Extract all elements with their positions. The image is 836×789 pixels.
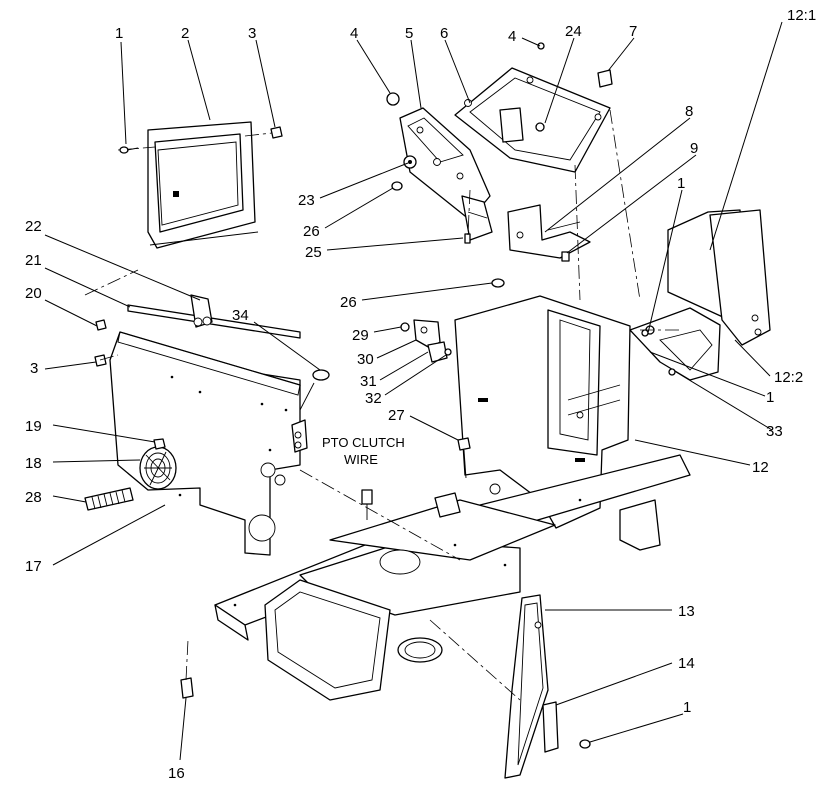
part-20-nut bbox=[95, 319, 107, 331]
callout-19: 19 bbox=[25, 418, 42, 435]
chassis-frame bbox=[214, 454, 691, 701]
callout-22: 22 bbox=[25, 218, 42, 235]
part-8-mount-bracket bbox=[507, 204, 591, 259]
callout-25: 25 bbox=[305, 244, 322, 261]
callout-1-mid: 1 bbox=[766, 389, 774, 406]
part-17-side-panel bbox=[109, 331, 301, 556]
part-12-1-panel bbox=[667, 209, 771, 346]
part-31-latch bbox=[427, 341, 448, 363]
callout-26-mid: 26 bbox=[340, 294, 357, 311]
part-34-knob bbox=[291, 369, 330, 453]
callout-24: 24 bbox=[565, 23, 582, 40]
bolt-fastener bbox=[119, 146, 139, 154]
part-23-nut bbox=[403, 155, 417, 169]
callout-9: 9 bbox=[690, 140, 698, 157]
callout-12-1: 12:1 bbox=[787, 7, 816, 24]
callout-26-top: 26 bbox=[303, 223, 320, 240]
leader-lines bbox=[44, 21, 783, 761]
callout-labels: 1 2 3 4 5 6 4 24 7 8 9 1 12:1 22 21 20 3… bbox=[25, 7, 816, 782]
part-14-plate bbox=[542, 701, 559, 753]
callout-8: 8 bbox=[685, 103, 693, 120]
part-27-bolt bbox=[457, 437, 471, 479]
part-1-bolt-right bbox=[641, 329, 649, 337]
callout-33: 33 bbox=[766, 423, 783, 440]
part-12-console bbox=[454, 295, 631, 529]
part-4-cap bbox=[386, 92, 400, 106]
callout-7: 7 bbox=[629, 23, 637, 40]
callout-23: 23 bbox=[298, 192, 315, 209]
callout-13: 13 bbox=[678, 603, 695, 620]
callout-16: 16 bbox=[168, 765, 185, 782]
part-33-screw bbox=[668, 368, 676, 376]
callout-21: 21 bbox=[25, 252, 42, 269]
part-16-connector bbox=[180, 639, 194, 699]
callout-12-2: 12:2 bbox=[774, 369, 803, 386]
pto-clutch-label-line2: WIRE bbox=[344, 452, 378, 467]
part-2-shield-panel bbox=[147, 121, 259, 249]
callout-31: 31 bbox=[360, 373, 377, 390]
callout-17: 17 bbox=[25, 558, 42, 575]
part-5-bracket bbox=[399, 107, 493, 241]
callout-2: 2 bbox=[181, 25, 189, 42]
callout-34: 34 bbox=[232, 307, 249, 324]
part-26-bushing bbox=[391, 181, 403, 191]
callout-3-left: 3 bbox=[30, 360, 38, 377]
part-12-2-frame bbox=[629, 307, 721, 381]
callout-29: 29 bbox=[352, 327, 369, 344]
part-24-bolt bbox=[537, 42, 545, 50]
callout-5: 5 bbox=[405, 25, 413, 42]
part-6-tray bbox=[454, 67, 611, 173]
callout-20: 20 bbox=[25, 285, 42, 302]
callout-3-top: 3 bbox=[248, 25, 256, 42]
callout-30: 30 bbox=[357, 351, 374, 368]
callout-28: 28 bbox=[25, 489, 42, 506]
part-19-nut bbox=[153, 438, 166, 450]
callout-27: 27 bbox=[388, 407, 405, 424]
part-3-clip bbox=[94, 354, 107, 367]
callout-1-top: 1 bbox=[115, 25, 123, 42]
part-28-bolt bbox=[84, 487, 134, 511]
callout-4-left: 4 bbox=[350, 25, 358, 42]
callout-12: 12 bbox=[752, 459, 769, 476]
callout-32: 32 bbox=[365, 390, 382, 407]
callout-18: 18 bbox=[25, 455, 42, 472]
part-18-spring bbox=[139, 446, 177, 490]
part-13-side-plate bbox=[504, 594, 549, 779]
callout-1-bottom: 1 bbox=[683, 699, 691, 716]
part-32-screw bbox=[444, 348, 452, 356]
part-7-clip bbox=[597, 69, 613, 88]
part-1-bolt-bottom bbox=[579, 739, 591, 749]
part-25-pin bbox=[464, 233, 471, 244]
callout-1-right: 1 bbox=[677, 175, 685, 192]
part-26-washer bbox=[491, 278, 505, 288]
nut-fastener bbox=[270, 126, 283, 139]
callout-4-right: 4 bbox=[508, 28, 516, 45]
part-9-bolt bbox=[561, 251, 570, 262]
part-22-hinge-bracket bbox=[190, 294, 213, 328]
callout-6: 6 bbox=[440, 25, 448, 42]
pto-clutch-label-line1: PTO CLUTCH bbox=[322, 435, 405, 450]
part-29-nut bbox=[400, 322, 410, 332]
callout-14: 14 bbox=[678, 655, 695, 672]
pto-clutch-wire-connector bbox=[361, 489, 373, 520]
